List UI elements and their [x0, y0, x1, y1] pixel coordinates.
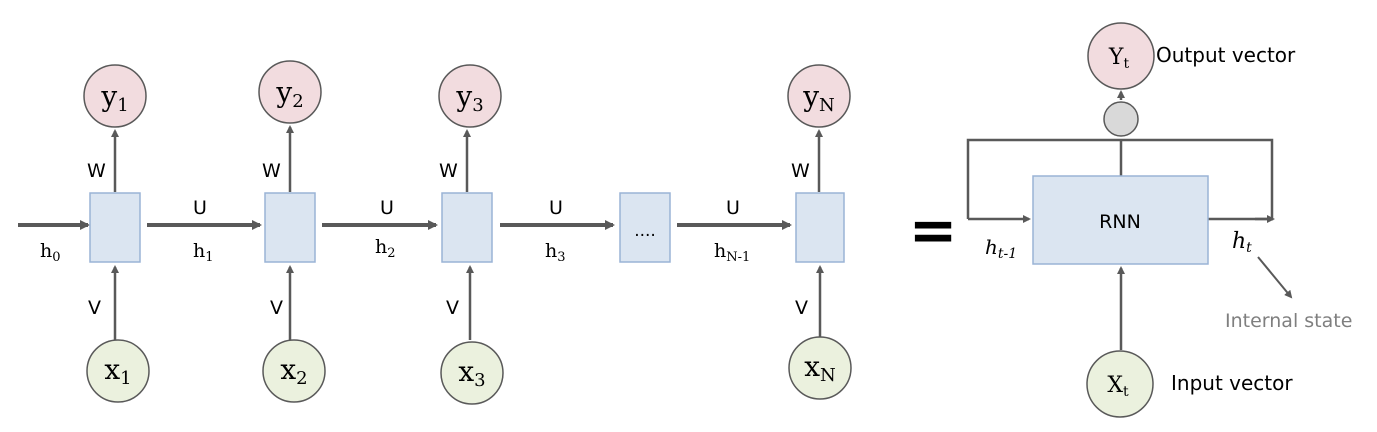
- input-node-x3-label: x3: [458, 355, 485, 391]
- input-node-x3: [440, 341, 504, 405]
- v-label-1: V: [88, 297, 101, 319]
- w-label-n: W: [791, 160, 810, 182]
- step-2: y2 W V x2: [258, 60, 326, 403]
- input-node-xN-label: xN: [804, 350, 836, 386]
- output-node-y1-label: y1: [100, 80, 128, 116]
- internal-state-pointer: [1257, 256, 1293, 299]
- input-vector-label: Input vector: [1171, 371, 1293, 395]
- u-label-2: U: [380, 197, 394, 219]
- output-node-y2-label: y2: [275, 76, 303, 112]
- h1-label: h1: [193, 240, 214, 265]
- internal-state-label: Internal state: [1225, 310, 1352, 332]
- v-label-n: V: [795, 297, 808, 319]
- input-node-x2-label: x2: [280, 353, 307, 389]
- h3-label: h3: [545, 240, 566, 265]
- output-node-y3: [438, 64, 502, 128]
- h-curr-label: ht: [1232, 229, 1252, 256]
- output-node-y2: [258, 60, 322, 124]
- hN-1-label: hN-1: [714, 240, 750, 265]
- input-node-xt: [1086, 350, 1154, 418]
- w-label-3: W: [439, 160, 458, 182]
- output-vector-label: Output vector: [1156, 43, 1296, 67]
- step-1: y1 W V x1: [83, 64, 150, 403]
- input-node-x2: [262, 339, 326, 403]
- v-label-2: V: [270, 297, 283, 319]
- output-node-yt: [1087, 22, 1155, 90]
- h2-label: h2: [375, 236, 396, 261]
- input-node-xN: [788, 336, 852, 400]
- recurrent-loop: [966, 138, 1274, 221]
- cell-1: [89, 192, 141, 263]
- input-node-x1: [86, 339, 150, 403]
- cell-2: [264, 192, 316, 263]
- w-label-1: W: [87, 160, 106, 182]
- equals-sign: =: [909, 196, 958, 264]
- rnn-label: RNN: [1099, 211, 1141, 233]
- rnn-cell: [1032, 175, 1209, 265]
- w-label-2: W: [262, 160, 281, 182]
- cell-3: [441, 192, 493, 263]
- cell-n: [795, 192, 845, 263]
- output-node-y3-label: y3: [455, 80, 483, 116]
- u-label-4: U: [726, 197, 740, 219]
- v-label-3: V: [446, 297, 459, 319]
- h0-label: h0: [40, 240, 61, 265]
- output-node-y1: [83, 64, 147, 128]
- output-node-yN-label: yN: [802, 80, 835, 116]
- input-node-x1-label: x1: [104, 353, 131, 389]
- h-prev-label: ht-1: [985, 235, 1017, 262]
- u-label-3: U: [549, 197, 563, 219]
- u-label-1: U: [193, 197, 207, 219]
- input-node-xt-label: Xt: [1107, 373, 1129, 400]
- ellipsis-cell: [619, 192, 671, 263]
- output-node-yN: [787, 64, 851, 128]
- step-n: yN W V xN: [787, 64, 852, 400]
- step-3: y3 W V x3: [438, 64, 504, 405]
- rolled-rnn: Yt Output vector RNN ht-1 ht Internal st…: [966, 22, 1352, 418]
- output-node-yt-label: Yt: [1108, 45, 1130, 72]
- gate-node: [1103, 101, 1139, 137]
- unrolled-rnn: h0 y1 W V x1 U h1 y2: [18, 60, 852, 405]
- ellipsis-label: ....: [634, 221, 656, 241]
